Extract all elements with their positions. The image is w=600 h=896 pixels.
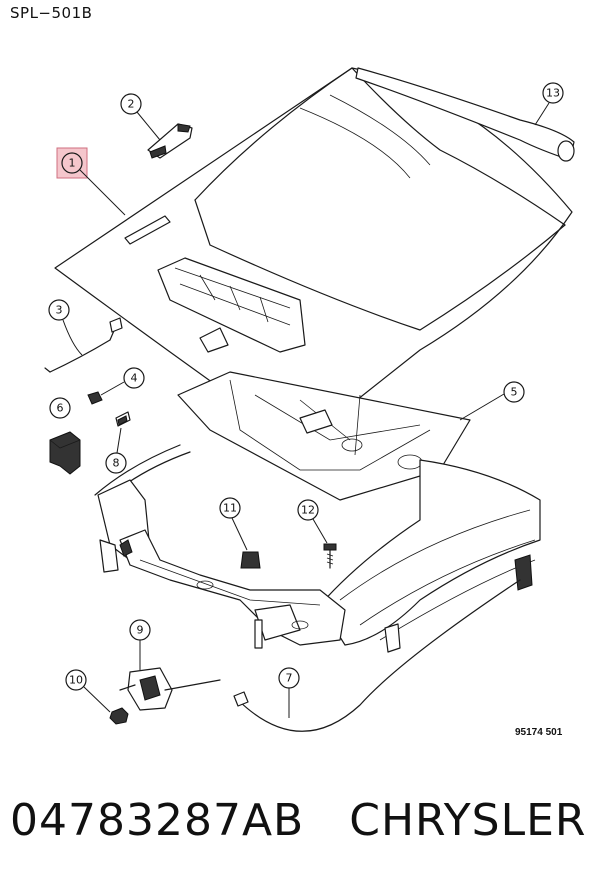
clip [87, 391, 103, 405]
bumper-block [49, 431, 81, 475]
brand-name: CHRYSLER [349, 795, 587, 846]
diagram-code: SPL−501B [10, 4, 93, 22]
part-number: 04783287AB [10, 795, 305, 846]
hinge-bracket [147, 123, 193, 159]
callout-9: 9 [137, 624, 144, 637]
callout-2: 2 [128, 98, 135, 111]
callout-11: 11 [223, 502, 237, 515]
weatherstrip-seal [355, 67, 575, 162]
exploded-hood-diagram: 1 2 3 4 5 6 7 8 9 10 [44, 67, 575, 732]
callout-8: 8 [113, 457, 120, 470]
hood-bumper [240, 551, 261, 569]
callout-12: 12 [301, 504, 315, 517]
release-cable [233, 579, 521, 732]
fender [319, 459, 541, 653]
callouts: 1 2 3 4 5 6 7 8 9 10 [48, 82, 564, 718]
nut [109, 707, 129, 725]
footer: 04783287AB CHRYSLER [10, 795, 590, 846]
callout-1: 1 [69, 157, 76, 170]
callout-10: 10 [69, 674, 83, 687]
prop-rod [44, 317, 123, 373]
callout-3: 3 [56, 304, 63, 317]
callout-7: 7 [286, 672, 293, 685]
callout-6: 6 [57, 402, 64, 415]
callout-13: 13 [546, 87, 560, 100]
hood-latch [119, 667, 221, 711]
radiator-support [94, 444, 346, 649]
hood-panel [54, 67, 573, 446]
drawing-id: 95174 501 [515, 727, 563, 738]
plug [115, 411, 131, 427]
bolt [323, 543, 337, 569]
callout-4: 4 [131, 372, 138, 385]
callout-5: 5 [511, 386, 518, 399]
